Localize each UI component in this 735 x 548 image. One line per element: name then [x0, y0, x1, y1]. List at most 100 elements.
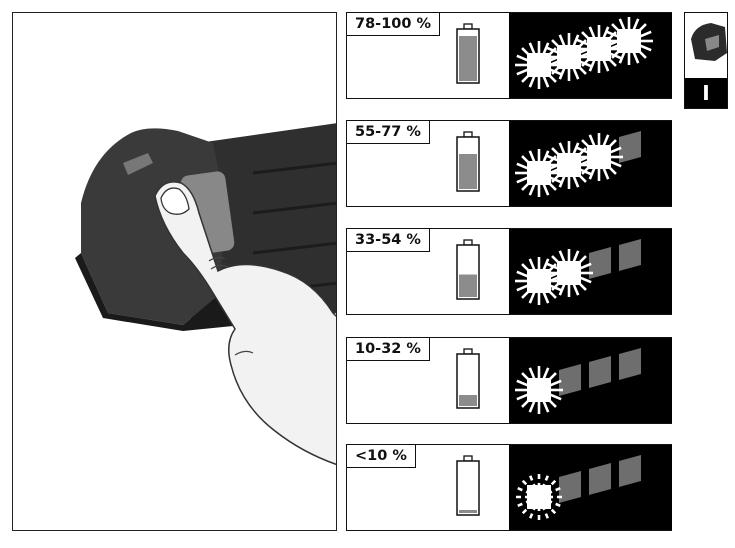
led-ray	[601, 164, 610, 180]
charge-row-4: 10-32 %	[346, 337, 672, 424]
battery-fill	[459, 274, 477, 297]
led-lit	[515, 41, 563, 89]
led-ray	[516, 67, 532, 76]
finger-hand	[154, 181, 336, 466]
led-ray	[541, 288, 550, 304]
led-indicator-panel	[509, 229, 672, 314]
led-ray	[521, 502, 534, 515]
led-ray	[604, 162, 617, 175]
led-ray	[544, 372, 557, 385]
battery-fill	[459, 395, 477, 406]
led-ray	[516, 283, 532, 292]
led-ray	[558, 250, 567, 266]
charge-row-3: 33-54 %	[346, 228, 672, 315]
led-ray	[544, 70, 557, 83]
led-lit	[545, 141, 593, 189]
led-ray	[541, 258, 550, 274]
pack-ribs	[252, 161, 336, 295]
led-ray	[636, 43, 652, 52]
charge-level-label: 10-32 %	[347, 338, 430, 361]
led-unlit	[619, 348, 641, 380]
led-lit	[605, 17, 653, 65]
led-ray	[604, 31, 617, 44]
led-ray	[528, 504, 537, 520]
led-lit	[575, 25, 623, 73]
led-unlit	[619, 455, 641, 487]
mini-battery-icon	[691, 23, 727, 61]
led-ray	[571, 280, 580, 296]
led-ray	[521, 47, 534, 60]
charge-level-label: 55-77 %	[347, 121, 430, 144]
battery-level-icon	[456, 455, 480, 516]
led-ray	[528, 150, 537, 166]
charge-row-2: 55-77 %	[346, 120, 672, 207]
led-ray	[516, 486, 532, 495]
led-ray	[516, 175, 532, 184]
battery-fill	[459, 510, 477, 513]
led-ray	[546, 54, 562, 63]
led-ray	[606, 159, 622, 168]
led-ray	[571, 64, 580, 80]
led-ray	[516, 54, 532, 63]
led-ray	[601, 26, 610, 42]
battery-level-icon	[456, 131, 480, 192]
led-ray	[521, 178, 534, 191]
battery-fill	[459, 154, 477, 189]
led-ray	[581, 31, 594, 44]
led-ray	[636, 30, 652, 39]
led-ray	[546, 175, 562, 184]
led-ray	[604, 139, 617, 152]
led-ray	[558, 172, 567, 188]
led-ray	[544, 395, 557, 408]
led-ray	[544, 286, 557, 299]
charge-row-1: 78-100 %	[346, 12, 672, 99]
led-ray	[546, 392, 562, 401]
led-ray	[521, 479, 534, 492]
led-unlit	[619, 239, 641, 271]
led-ray	[588, 164, 597, 180]
led-lit	[575, 133, 623, 181]
led-ray	[528, 180, 537, 196]
battery-outline	[456, 353, 480, 409]
pack-side	[75, 253, 243, 331]
led-ray	[558, 64, 567, 80]
led-ray	[571, 172, 580, 188]
led-ray	[516, 379, 532, 388]
led-ray	[574, 39, 587, 52]
led-lit	[515, 149, 563, 197]
led-ray	[528, 258, 537, 274]
led-ray	[571, 34, 580, 50]
led-ray	[611, 23, 624, 36]
led-ray	[546, 379, 562, 388]
led-ray	[618, 18, 627, 34]
led-unlit	[619, 131, 641, 163]
led-ray	[541, 474, 550, 490]
led-ray	[588, 134, 597, 150]
led-lit	[545, 33, 593, 81]
battery-level-icon	[456, 239, 480, 300]
led-ray	[544, 178, 557, 191]
battery-fill	[459, 36, 477, 81]
led-ray	[521, 263, 534, 276]
led-ray	[546, 67, 562, 76]
led-unlit	[559, 471, 581, 503]
led-ray	[546, 283, 562, 292]
led-ray	[631, 18, 640, 34]
led-ray	[606, 51, 622, 60]
led-ray	[558, 280, 567, 296]
battery-level-icon	[456, 348, 480, 409]
led-ray	[544, 502, 557, 515]
led-ray	[546, 162, 562, 171]
led-ray	[544, 263, 557, 276]
led-ray	[544, 155, 557, 168]
led-ray	[521, 155, 534, 168]
led-ray	[606, 146, 622, 155]
led-ray	[541, 367, 550, 383]
charge-level-label: 78-100 %	[347, 13, 441, 36]
battery-pack-illustration	[12, 12, 337, 531]
led-ray	[601, 56, 610, 72]
led-ray	[574, 278, 587, 291]
led-ray	[574, 62, 587, 75]
led-ray	[574, 147, 587, 160]
led-ray	[576, 59, 592, 68]
